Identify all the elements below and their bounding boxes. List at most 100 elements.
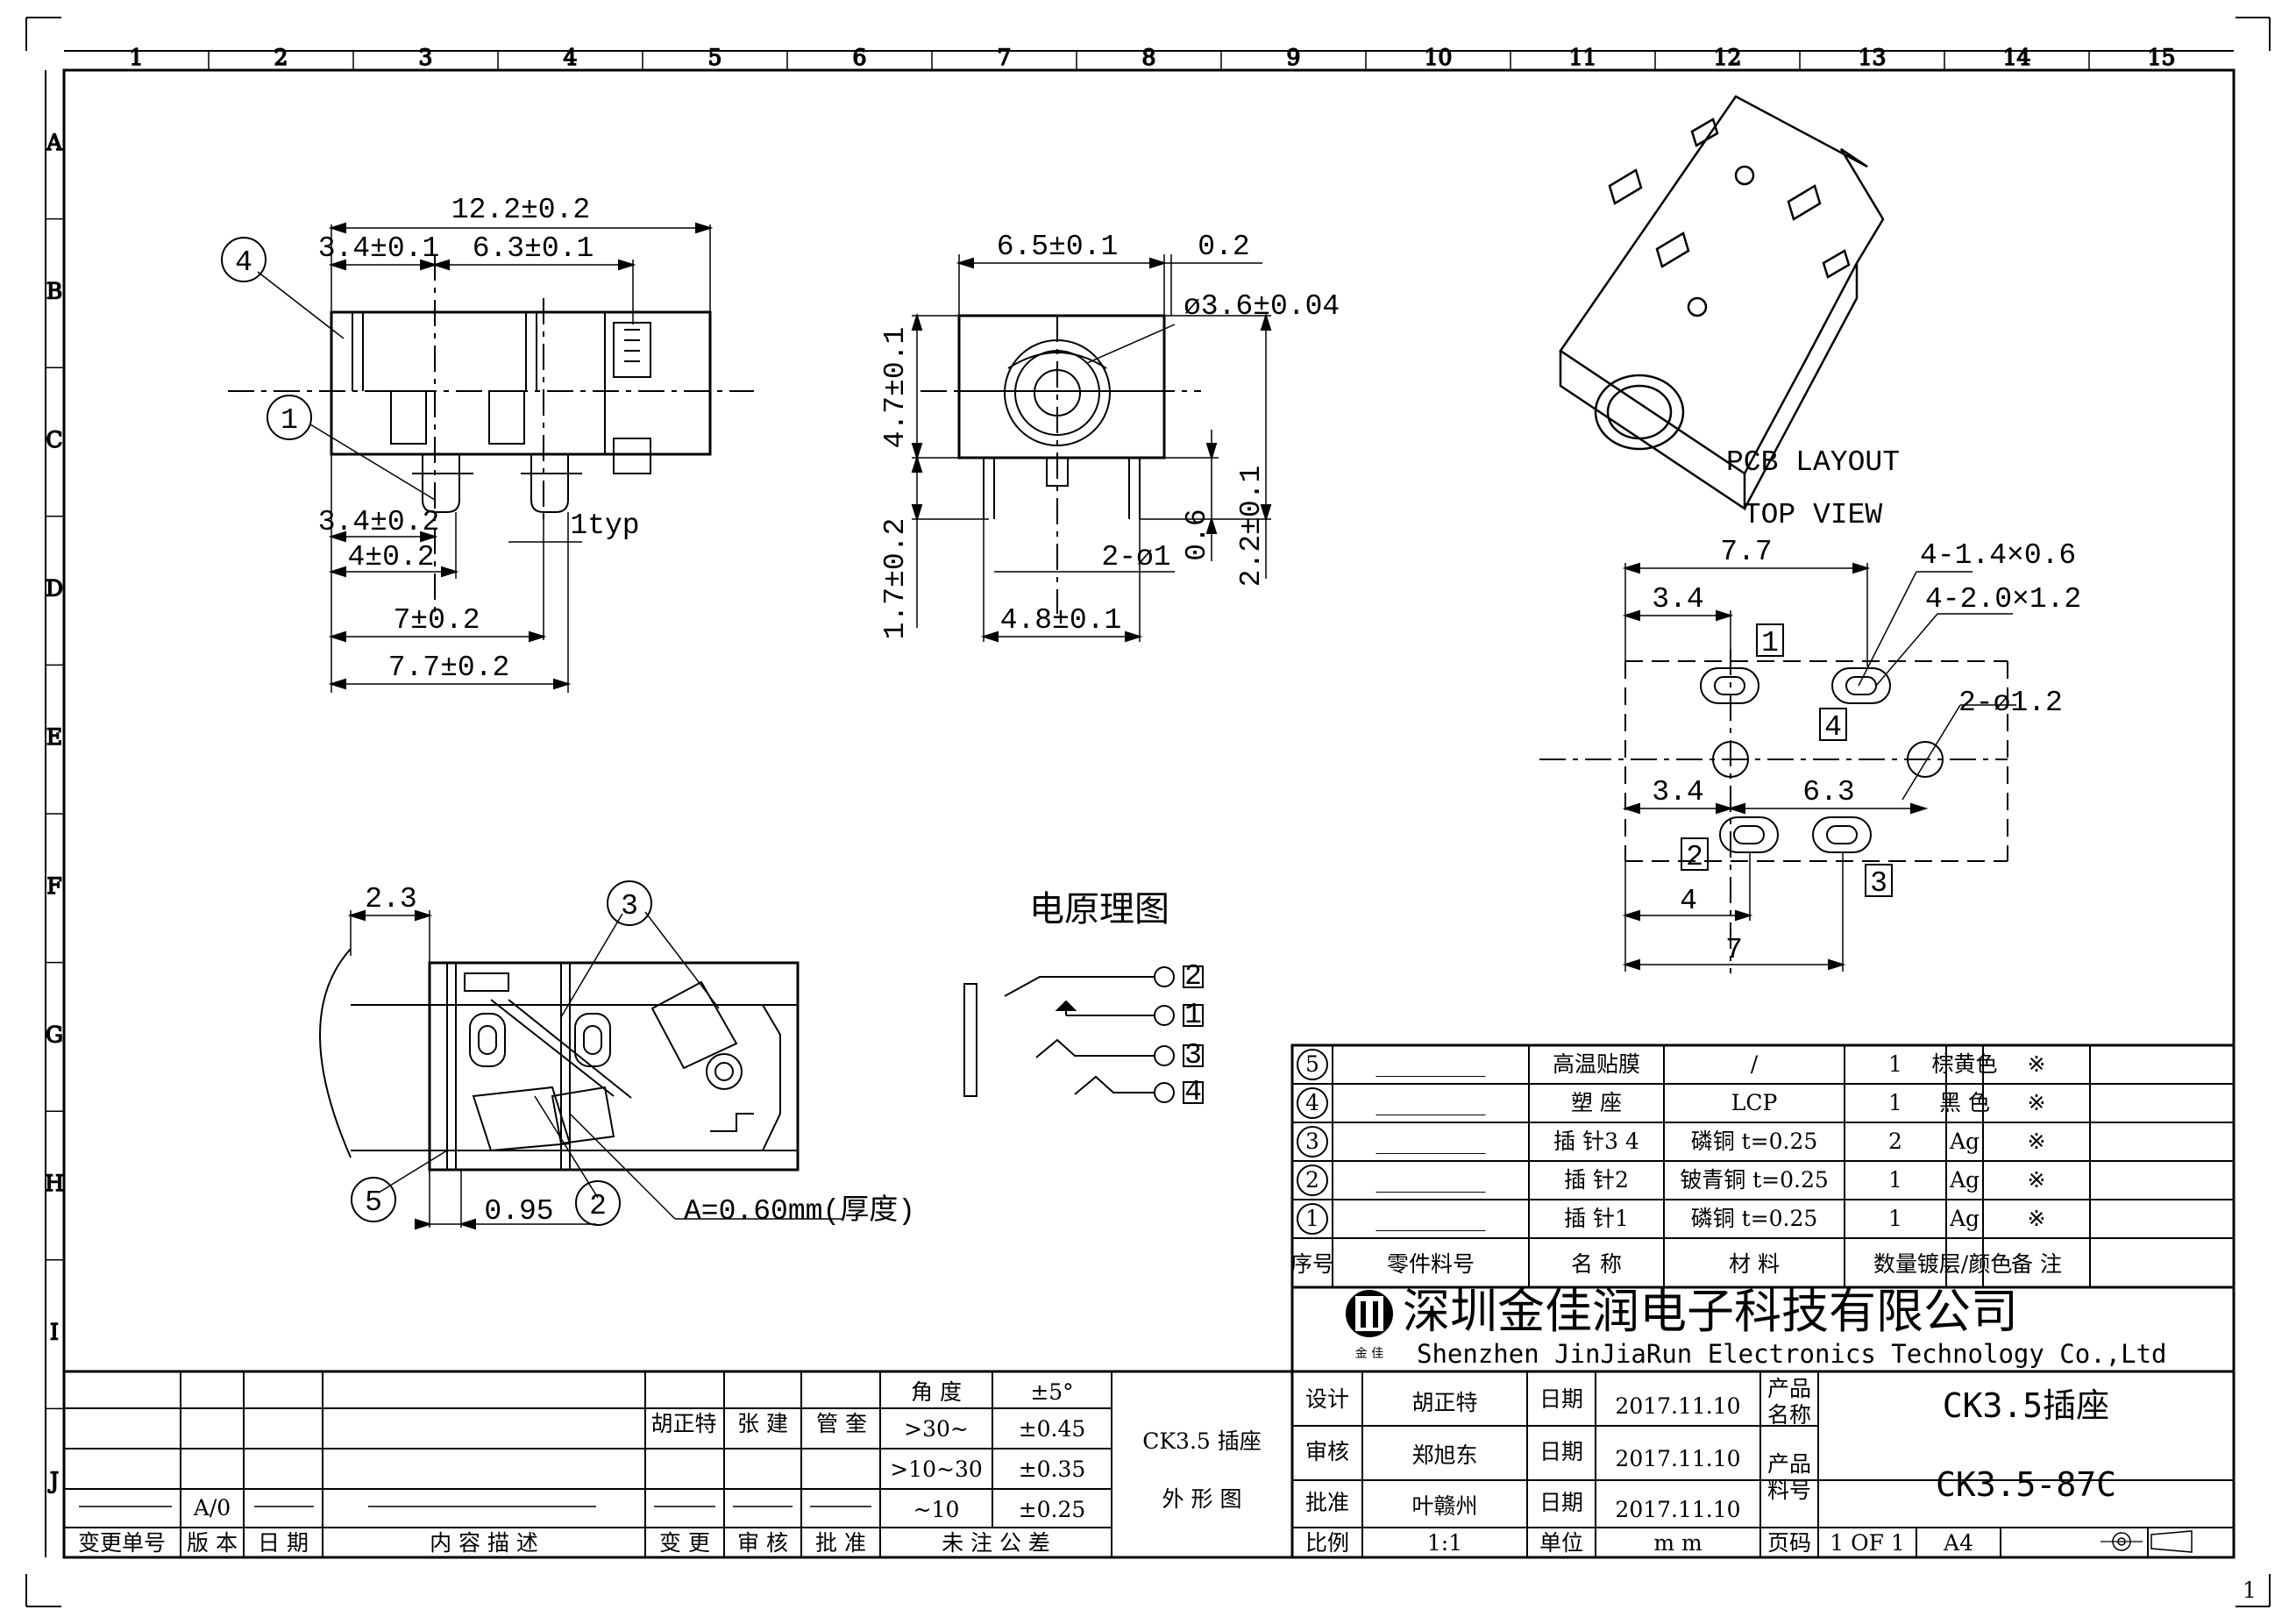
tol-value-2: ±0.35 bbox=[1019, 1457, 1086, 1482]
pcb-dim-7: 7 bbox=[1725, 934, 1743, 966]
pcb-labels: PCB LAYOUT TOP VIEW 7.7 3.4 4-1.4×0.6 4-… bbox=[1652, 446, 2081, 966]
revision-footer-6: 批 准 bbox=[815, 1530, 866, 1556]
title-page-17: 1 OF 1 bbox=[1830, 1530, 1905, 1556]
pcb-title-1: PCB LAYOUT bbox=[1726, 446, 1900, 479]
sec-callout-2: 2 bbox=[589, 1190, 607, 1222]
revision-footer-4: 变 更 bbox=[659, 1530, 710, 1556]
dim-width: 6.5±0.1 bbox=[997, 231, 1119, 263]
bom-header-no: 序号 bbox=[1290, 1251, 1334, 1277]
dim-1typ: 1typ bbox=[570, 509, 639, 542]
bom-part-3: __________ bbox=[1376, 1129, 1487, 1154]
bottom-text: 胡正特张 建管 奎A/0变更单号版 本日 期内 容 描 述变 更审 核批 准未 … bbox=[78, 1376, 2257, 1603]
bom-material-1: 磷铜 t=0.25 bbox=[1691, 1206, 1818, 1231]
sheet-corner-number: 1 bbox=[2243, 1578, 2257, 1603]
dim-7-7: 7.7±0.2 bbox=[388, 652, 510, 684]
bom-header-name: 名 称 bbox=[1571, 1251, 1622, 1277]
bom-part-5: __________ bbox=[1376, 1051, 1487, 1077]
part-number: CK3.5-87C bbox=[1936, 1465, 2116, 1504]
dim-3-4-pin: 3.4±0.2 bbox=[318, 506, 440, 538]
sch-pin-2: 2 bbox=[1184, 960, 1202, 993]
bom-material-3: 磷铜 t=0.25 bbox=[1691, 1129, 1818, 1154]
dim-pin-pitch: 4.8±0.1 bbox=[1000, 604, 1122, 637]
title-design_label-0: 设计 bbox=[1305, 1386, 1349, 1412]
revision-footer-0: 变更单号 bbox=[78, 1530, 166, 1556]
pcb-pad-1: 1 bbox=[1761, 627, 1779, 659]
title-design-1: 胡正特 bbox=[1411, 1390, 1477, 1415]
sec-callout-5: 5 bbox=[365, 1186, 382, 1219]
row-label-E: E bbox=[46, 724, 62, 750]
revision-footer-3: 内 容 描 述 bbox=[430, 1530, 538, 1556]
schematic-labels: 电原理图 2 1 3 4 bbox=[1029, 889, 1202, 1108]
bom-name-4: 塑 座 bbox=[1571, 1090, 1622, 1115]
title-date_label-6: 日期 bbox=[1539, 1439, 1583, 1464]
column-label-13: 13 bbox=[1859, 45, 1887, 70]
company-name-cn: 深圳金佳润电子科技有限公司 bbox=[1403, 1284, 2018, 1339]
revision-footer-7: 未 注 公 差 bbox=[942, 1530, 1050, 1556]
bom-no-5: 5 bbox=[1305, 1051, 1319, 1077]
bom-finish-3: Ag bbox=[1949, 1129, 1980, 1154]
dim-bore: ø3.6±0.04 bbox=[1184, 290, 1340, 323]
pcb-title-2: TOP VIEW bbox=[1744, 499, 1883, 531]
dim-pin-h: 0.6 bbox=[1181, 509, 1213, 560]
pcb-dim-7-7: 7.7 bbox=[1720, 536, 1772, 568]
title-size-18: A4 bbox=[1943, 1530, 1973, 1556]
dim-6-3: 6.3±0.1 bbox=[473, 232, 594, 265]
side-view bbox=[221, 222, 754, 693]
bom-name-2: 插 针2 bbox=[1564, 1167, 1629, 1193]
bom-note-3: ※ bbox=[2028, 1129, 2046, 1154]
revision-version: A/0 bbox=[193, 1495, 231, 1521]
row-label-H: H bbox=[45, 1171, 64, 1196]
column-label-11: 11 bbox=[1569, 45, 1597, 70]
dim-4: 4±0.2 bbox=[347, 541, 434, 573]
column-label-12: 12 bbox=[1714, 45, 1742, 70]
bom-qty-2: 1 bbox=[1888, 1167, 1902, 1193]
product-label-2: 名称 bbox=[1767, 1402, 1811, 1428]
revision-footer-5: 审 核 bbox=[737, 1530, 788, 1556]
tol-range-3: ~10 bbox=[913, 1497, 960, 1522]
dim-3-4: 3.4±0.1 bbox=[318, 232, 440, 265]
bom-qty-3: 2 bbox=[1888, 1129, 1902, 1154]
title-check-5: 郑旭东 bbox=[1411, 1442, 1477, 1468]
tol-range-0: 角 度 bbox=[911, 1379, 962, 1405]
product-name: CK3.5插座 bbox=[1943, 1386, 2109, 1425]
pcb-dim-3-4a: 3.4 bbox=[1652, 583, 1703, 616]
bom-header-finish: 镀层/颜色 bbox=[1917, 1251, 2012, 1277]
dim-height: 4.7±0.1 bbox=[879, 327, 912, 449]
sch-pin-3: 3 bbox=[1184, 1039, 1202, 1072]
reviser-2: 张 建 bbox=[737, 1411, 788, 1436]
row-label-A: A bbox=[46, 130, 63, 155]
tol-value-0: ±5° bbox=[1030, 1379, 1073, 1405]
dim-pin-dia: 2-ø1 bbox=[1101, 541, 1170, 573]
sch-pin-4: 4 bbox=[1184, 1076, 1202, 1108]
reviser-3: 管 奎 bbox=[816, 1411, 867, 1436]
title-unit_label-14: 单位 bbox=[1539, 1530, 1583, 1556]
sec-dim-0-95: 0.95 bbox=[484, 1195, 553, 1228]
dim-7: 7±0.2 bbox=[393, 604, 480, 637]
row-label-D: D bbox=[46, 576, 63, 602]
bom-header-material: 材 料 bbox=[1729, 1251, 1780, 1277]
bom-material-2: 铍青铜 t=0.25 bbox=[1680, 1167, 1829, 1193]
tol-value-3: ±0.25 bbox=[1019, 1497, 1086, 1522]
bom-qty-4: 1 bbox=[1888, 1090, 1902, 1115]
bom-no-4: 4 bbox=[1305, 1090, 1319, 1115]
pcb-dim-4: 4 bbox=[1680, 885, 1697, 917]
tol-range-2: >10~30 bbox=[890, 1457, 983, 1482]
front-view-labels: 6.5±0.1 0.2 ø3.6±0.04 4.7±0.1 1.7±0.2 2-… bbox=[879, 231, 1340, 639]
bom-finish-5: 棕黄色 bbox=[1931, 1051, 1997, 1077]
column-label-14: 14 bbox=[2003, 45, 2031, 70]
column-label-10: 10 bbox=[1425, 45, 1453, 70]
title-unit-15: m m bbox=[1653, 1530, 1702, 1556]
bom-note-4: ※ bbox=[2028, 1090, 2046, 1115]
section-labels: 2.3 0.95 A=0.60mm(厚度) 3 5 2 bbox=[365, 883, 915, 1228]
title-date-11: 2017.11.10 bbox=[1615, 1497, 1740, 1522]
title-approve_label-8: 批准 bbox=[1305, 1490, 1349, 1515]
bom-header-part: 零件料号 bbox=[1387, 1251, 1475, 1277]
column-label-6: 6 bbox=[853, 45, 867, 70]
bom-material-4: LCP bbox=[1731, 1090, 1778, 1115]
callout-4: 4 bbox=[235, 246, 252, 279]
column-label-7: 7 bbox=[998, 45, 1012, 70]
pcb-pad-2: 2 bbox=[1686, 841, 1703, 873]
